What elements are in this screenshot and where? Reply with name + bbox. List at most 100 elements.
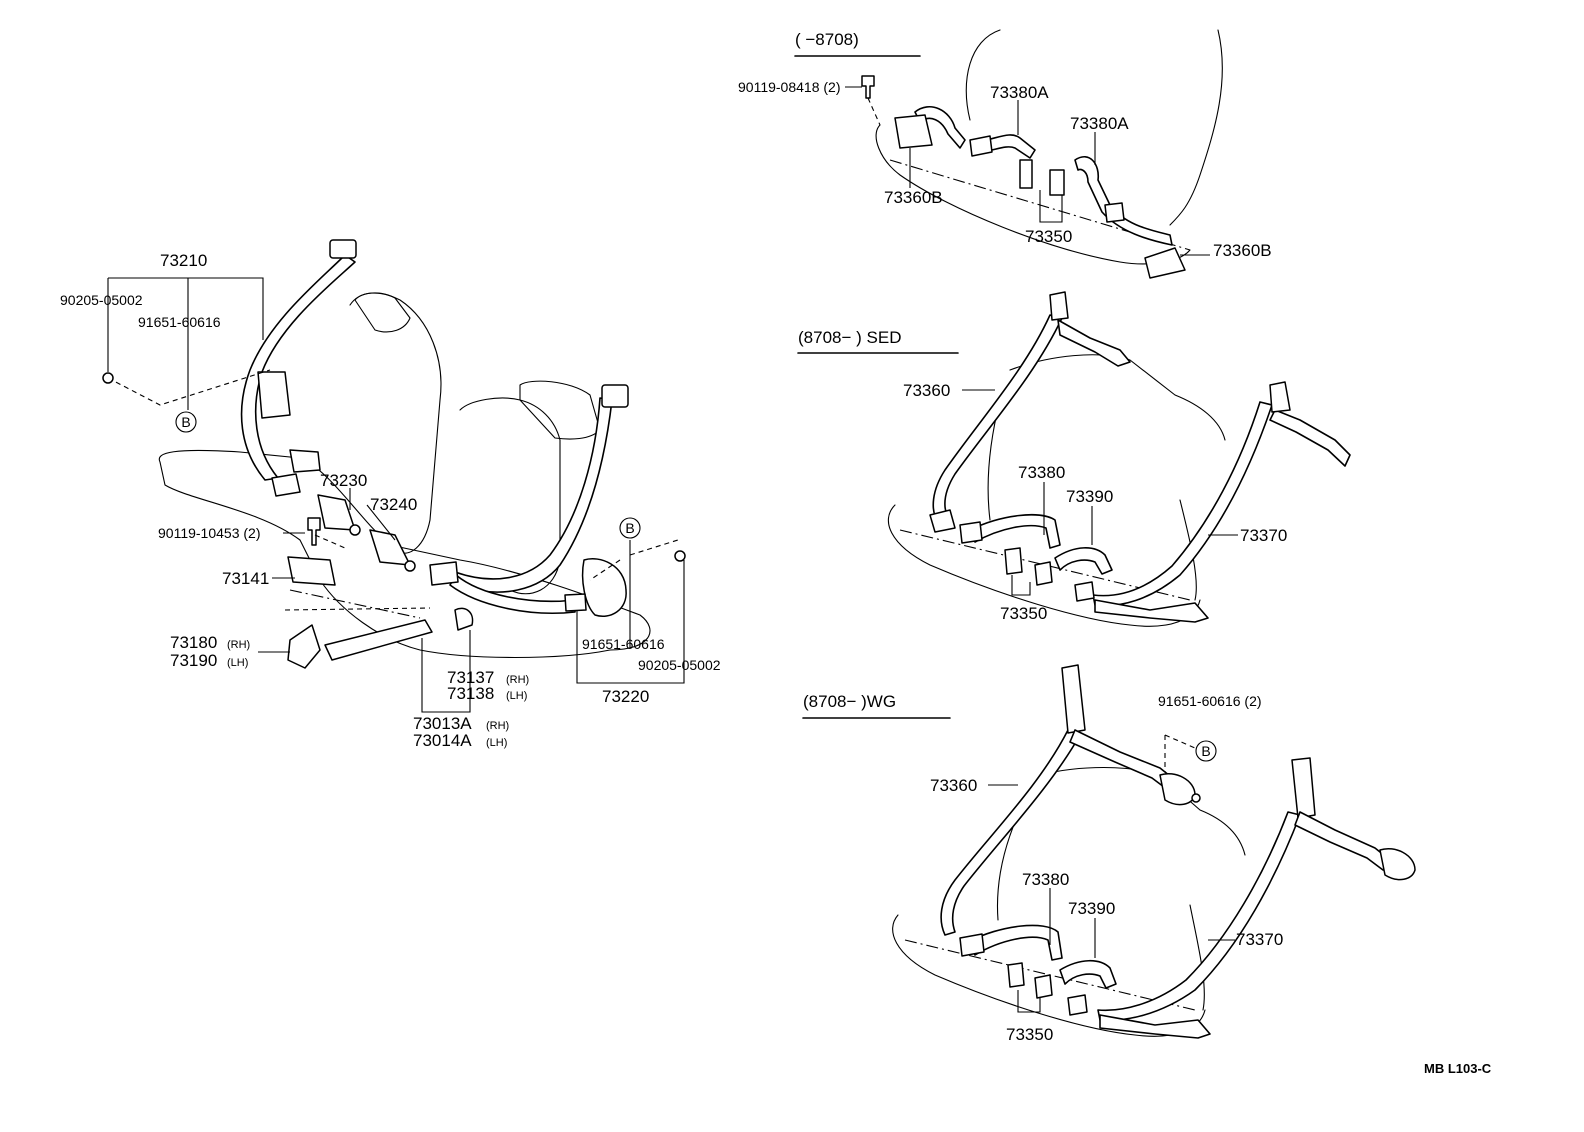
label-73350-sedan: 73350 <box>1000 604 1047 623</box>
anchor-73360B-1 <box>894 114 933 149</box>
leader-73350-sedan <box>1011 575 1031 596</box>
tongue-73390-wagon <box>1067 994 1088 1016</box>
label-73350-early: 73350 <box>1025 227 1072 246</box>
tongue-73380A <box>969 135 993 157</box>
tongue-73390-sedan <box>1074 581 1095 602</box>
belt-73390-wagon <box>1059 959 1117 989</box>
tongue-73380-sedan <box>959 521 983 544</box>
label-90205-05002-b: 90205-05002 <box>638 657 721 673</box>
rear-sedan-assembly: (8708− ) SED 73360 73380 73390 73 <box>797 291 1351 627</box>
tongue-73380A-2 <box>1104 202 1125 223</box>
leader-73350-wagon <box>1017 990 1041 1013</box>
label-73014A: 73014A <box>413 731 472 750</box>
guide-2 <box>284 607 431 611</box>
end-73360-sedan <box>929 509 956 533</box>
bracket-73180 <box>287 624 321 669</box>
drawing-code: MB L103-C <box>1424 1061 1492 1076</box>
label-73360B-1: 73360B <box>884 188 943 207</box>
belt-73380-wagon <box>967 924 1063 961</box>
belt-73360-sedan <box>932 314 1063 523</box>
bolt-90119-10453 <box>307 517 321 546</box>
label-73137: 73137 <box>447 668 494 687</box>
label-73390-wagon: 73390 <box>1068 899 1115 918</box>
rail-73013A <box>324 619 433 661</box>
buckle-73350-wagon-a <box>1007 962 1025 988</box>
label-73138: 73138 <box>447 684 494 703</box>
label-73380-sedan: 73380 <box>1018 463 1065 482</box>
rear-early-assembly: ( −8708) 90119-08418 (2) 73380A 73380A 7… <box>738 29 1272 279</box>
ref-mark-b-1-text: B <box>181 414 190 430</box>
bolt-73230 <box>349 524 361 536</box>
belt-73380A-2 <box>1074 156 1173 246</box>
label-91651-60616-wagon: 91651-60616 (2) <box>1158 693 1262 709</box>
lap-73370-wagon <box>1099 1014 1211 1039</box>
buckle-73350-sedan-b <box>1034 561 1053 586</box>
anchor-73360-wagon <box>1061 664 1086 734</box>
label-73230: 73230 <box>320 471 367 490</box>
anchor-73360B-2 <box>1144 247 1186 279</box>
leader-73210 <box>107 277 264 410</box>
label-73380-wagon: 73380 <box>1022 870 1069 889</box>
buckle-73350-wagon-b <box>1034 974 1053 999</box>
belt-73210 <box>240 254 356 481</box>
belt-73370-sedan <box>1092 401 1273 607</box>
anchor-73370-wagon <box>1291 757 1316 819</box>
buckle-end-73210 <box>271 473 301 497</box>
ref-mark-b-1 <box>175 411 197 433</box>
label-73390-sedan: 73390 <box>1066 487 1113 506</box>
label-73210: 73210 <box>160 251 207 270</box>
label-73190: 73190 <box>170 651 217 670</box>
ref-mark-b-2 <box>619 517 641 539</box>
front-seat-headrest-2 <box>519 380 601 440</box>
label-73137-side: (RH) <box>506 674 529 686</box>
bolt-91651-wagon <box>1191 793 1201 803</box>
belt-73370-sedan-top <box>1269 409 1351 467</box>
retractor-73210 <box>257 371 291 419</box>
label-90119-08418: 90119-08418 (2) <box>738 79 840 95</box>
label-73350-wagon: 73350 <box>1006 1025 1053 1044</box>
leader-73350-early <box>1039 190 1063 223</box>
belt-73360-sedan-top <box>1057 319 1131 367</box>
clip-73220 <box>564 593 587 612</box>
anchor-73360-sedan <box>1049 291 1069 321</box>
front-seat-headrest <box>354 292 411 333</box>
label-73220: 73220 <box>602 687 649 706</box>
header-rear-wagon: (8708− )WG <box>803 692 896 711</box>
belt-73380A-1 <box>914 106 966 149</box>
nut-90205-a <box>102 372 114 384</box>
lap-belt-73220 <box>449 574 576 614</box>
leader-73220 <box>576 540 685 684</box>
nut-90205-b <box>674 550 686 562</box>
label-73240: 73240 <box>370 495 417 514</box>
belt-73360-wagon-top <box>1069 729 1176 791</box>
buckle-73350-b <box>1049 169 1065 196</box>
rear-wagon-assembly: (8708− )WG B 91 <box>802 664 1416 1044</box>
label-73370-sedan: 73370 <box>1240 526 1287 545</box>
label-73360-sedan: 73360 <box>903 381 950 400</box>
label-73180: 73180 <box>170 633 217 652</box>
label-73360B-2: 73360B <box>1213 241 1272 260</box>
buckle-73350-sedan-a <box>1004 547 1023 575</box>
belt-73360-wagon <box>940 729 1081 936</box>
guide-rear-early-1 <box>867 97 881 126</box>
ref-mark-b-3-text: B <box>1201 743 1210 759</box>
retractor-73370-wagon <box>1379 848 1416 881</box>
wagon-cushion <box>892 904 1206 1037</box>
anchor-73220 <box>601 384 629 408</box>
label-73370-wagon: 73370 <box>1236 930 1283 949</box>
ref-mark-b-3 <box>1195 740 1217 762</box>
label-73380A-2: 73380A <box>1070 114 1129 133</box>
guide-wagon-b <box>1164 734 1196 772</box>
guide-4 <box>289 589 421 619</box>
bolt-90119-08418 <box>861 75 875 99</box>
anchor-73210 <box>329 239 357 259</box>
label-73141: 73141 <box>222 569 269 588</box>
guide-1 <box>107 369 271 406</box>
cover-73137 <box>454 607 474 631</box>
label-73360-wagon: 73360 <box>930 776 977 795</box>
label-91651-60616-a: 91651-60616 <box>138 314 221 330</box>
tongue-73220 <box>429 561 459 586</box>
leader-73013A <box>421 630 471 713</box>
tongue-73380-wagon <box>959 933 985 957</box>
